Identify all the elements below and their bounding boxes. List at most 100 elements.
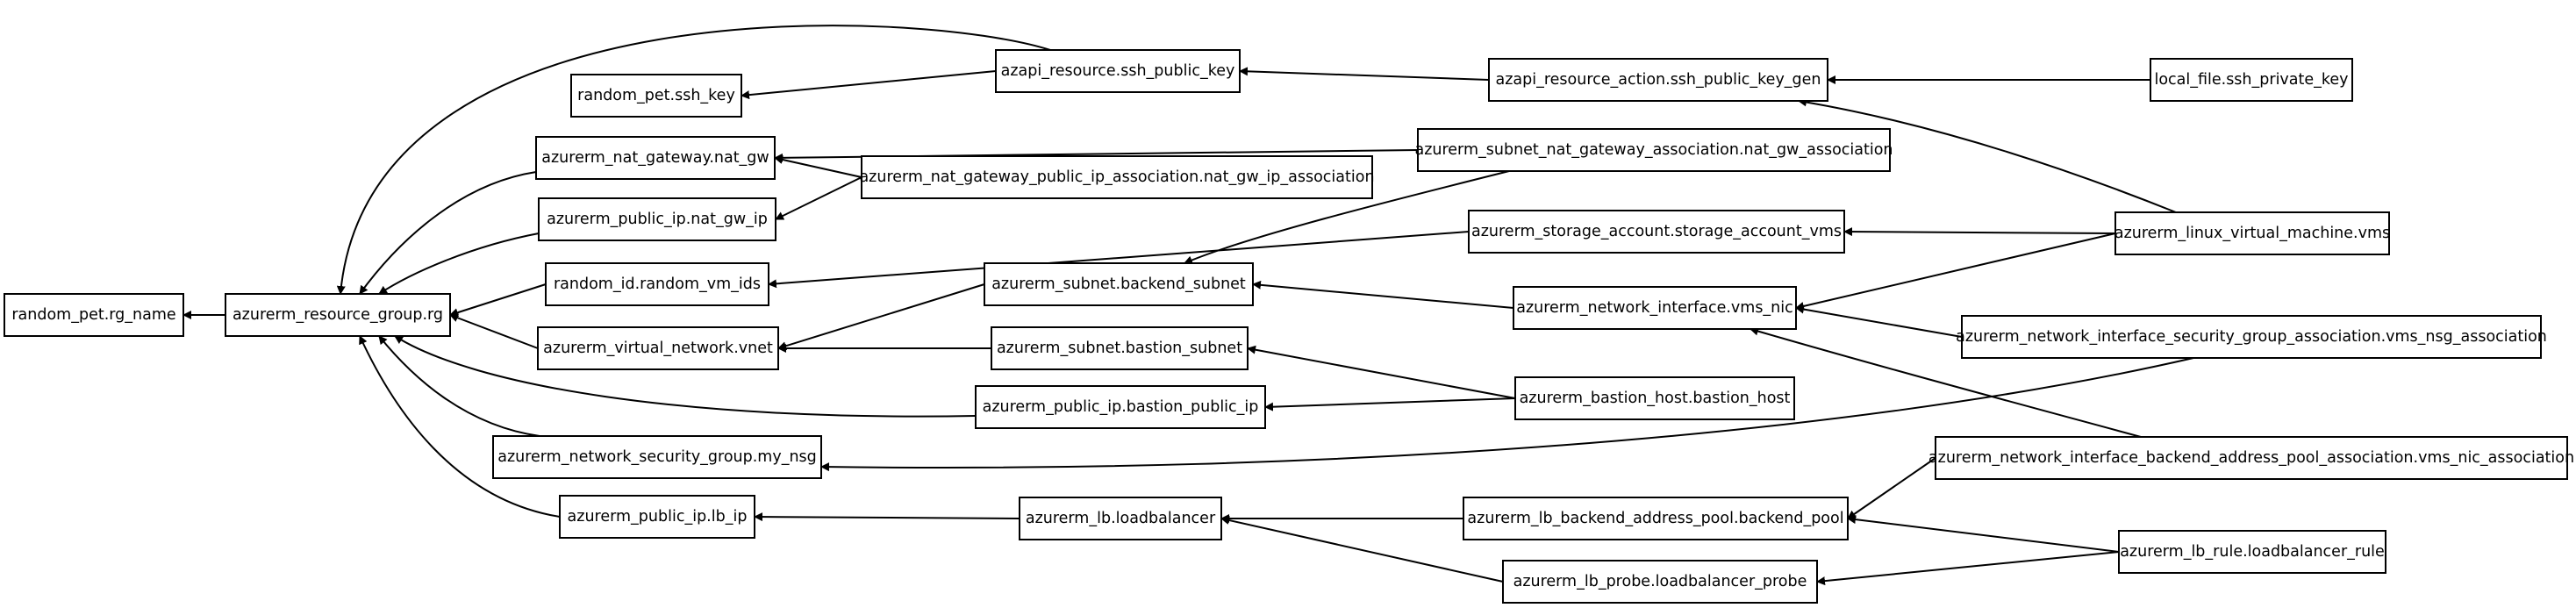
node-label: azurerm_network_interface.vms_nic — [1516, 299, 1793, 317]
graph-node: azurerm_subnet_nat_gateway_association.n… — [1414, 128, 1893, 172]
node-label: azurerm_storage_account.storage_account_… — [1471, 223, 1842, 240]
dependency-arrow — [1264, 397, 1516, 411]
graph-node: azurerm_network_interface.vms_nic — [1513, 286, 1797, 330]
node-box — [984, 262, 1254, 306]
graph-node: azurerm_lb_backend_address_pool.backend_… — [1463, 497, 1849, 540]
graph-node: azurerm_lb_rule.loadbalancer_rule — [2118, 530, 2386, 574]
node-label: azurerm_network_interface_security_group… — [1956, 328, 2547, 346]
dependency-arrow — [1847, 515, 2120, 553]
dependency-arrow — [336, 25, 1051, 295]
node-box — [1488, 58, 1828, 102]
dependency-arrow — [1247, 345, 1516, 399]
dependency-arrow — [774, 155, 862, 178]
node-label: azurerm_public_ip.nat_gw_ip — [547, 211, 768, 228]
graph-node: azurerm_storage_account.storage_account_… — [1468, 210, 1845, 254]
node-label: azapi_resource.ssh_public_key — [1001, 62, 1235, 80]
dependency-arrow — [1798, 97, 2177, 213]
graph-node: azurerm_nat_gateway.nat_gw — [535, 136, 776, 180]
node-label: random_pet.ssh_key — [577, 87, 735, 104]
graph-node: azurerm_public_ip.nat_gw_ip — [538, 197, 776, 241]
graph-node: azurerm_resource_group.rg — [225, 293, 451, 337]
graph-node: azurerm_linux_virtual_machine.vms — [2114, 211, 2390, 255]
dependency-arrow — [777, 283, 985, 351]
dependency-arrow — [1795, 232, 2116, 311]
node-label: local_file.ssh_private_key — [2154, 71, 2348, 89]
node-label: azurerm_subnet.bastion_subnet — [997, 340, 1242, 357]
graph-node: random_pet.ssh_key — [570, 74, 742, 118]
graph-node: azurerm_lb_probe.loadbalancer_probe — [1502, 560, 1818, 604]
dependency-arrow — [1184, 170, 1510, 265]
node-box — [2150, 58, 2353, 102]
node-box — [1417, 128, 1891, 172]
graph-node: azurerm_virtual_network.vnet — [537, 326, 779, 370]
dependency-arrow — [820, 357, 2194, 472]
node-box — [861, 155, 1373, 199]
dependency-arrow — [1843, 227, 2116, 237]
node-box — [537, 326, 779, 370]
graph-node: azurerm_bastion_host.bastion_host — [1514, 376, 1795, 420]
node-box — [559, 495, 755, 539]
graph-node: azapi_resource_action.ssh_public_key_gen — [1488, 58, 1828, 102]
node-box — [225, 293, 451, 337]
graph-node: azurerm_nat_gateway_public_ip_associatio… — [859, 155, 1375, 199]
dependency-arrow — [359, 171, 537, 295]
node-label: azurerm_linux_virtual_machine.vms — [2114, 225, 2390, 242]
dependency-arrow — [741, 70, 997, 100]
node-box — [975, 385, 1266, 429]
dependency-arrow — [775, 176, 862, 220]
node-label: azurerm_virtual_network.vnet — [543, 340, 773, 357]
node-box — [1513, 286, 1797, 330]
node-label: azurerm_bastion_host.bastion_host — [1520, 390, 1791, 407]
node-label: azurerm_lb_rule.loadbalancer_rule — [2120, 543, 2385, 561]
node-box — [2114, 211, 2390, 255]
graph-node: azurerm_lb.loadbalancer — [1019, 497, 1222, 540]
dependency-arrow — [1750, 326, 2142, 438]
graph-node: azurerm_network_security_group.my_nsg — [492, 435, 822, 479]
graph-node: azapi_resource.ssh_public_key — [995, 49, 1241, 93]
node-box — [995, 49, 1241, 93]
graph-node: azurerm_network_interface_backend_addres… — [1928, 436, 2574, 480]
node-box — [1502, 560, 1818, 604]
node-box — [2118, 530, 2386, 574]
dependency-arrow — [1816, 551, 2120, 586]
graph-node: azurerm_subnet.backend_subnet — [984, 262, 1254, 306]
node-box — [535, 136, 776, 180]
dependency-arrow — [768, 231, 1470, 289]
graph-node: azurerm_subnet.bastion_subnet — [991, 326, 1249, 370]
graph-node: azurerm_public_ip.lb_ip — [559, 495, 755, 539]
node-label: azurerm_subnet.backend_subnet — [991, 275, 1246, 293]
node-label: azapi_resource_action.ssh_public_key_gen — [1495, 71, 1821, 89]
dependency-arrow — [378, 335, 540, 437]
node-box — [991, 326, 1249, 370]
dependency-arrow — [449, 313, 539, 349]
node-box — [1463, 497, 1849, 540]
dependency-arrow — [359, 335, 561, 518]
node-label: azurerm_subnet_nat_gateway_association.n… — [1414, 141, 1893, 159]
node-label: azurerm_nat_gateway.nat_gw — [541, 149, 769, 167]
dependency-arrow — [449, 283, 547, 318]
node-label: azurerm_lb.loadbalancer — [1026, 510, 1216, 527]
node-label: azurerm_network_interface_backend_addres… — [1928, 449, 2574, 467]
node-box — [4, 293, 184, 337]
node-label: azurerm_lb_probe.loadbalancer_probe — [1513, 573, 1807, 590]
node-label: azurerm_public_ip.lb_ip — [568, 508, 748, 526]
node-box — [1468, 210, 1845, 254]
dependency-arrow — [1252, 280, 1514, 309]
dependency-arrow — [394, 335, 977, 418]
dependency-arrow — [1847, 457, 1936, 519]
graph-node: azurerm_network_interface_security_group… — [1956, 315, 2547, 359]
node-label: azurerm_nat_gateway_public_ip_associatio… — [859, 168, 1374, 186]
graph-node: random_pet.rg_name — [4, 293, 184, 337]
node-label: azurerm_public_ip.bastion_public_ip — [983, 398, 1259, 416]
node-label: azurerm_network_security_group.my_nsg — [497, 448, 817, 466]
graph-node: random_id.random_vm_ids — [545, 262, 769, 306]
node-box — [1019, 497, 1222, 540]
dependency-arrow — [1220, 516, 1504, 583]
node-box — [1935, 436, 2568, 480]
dependency-arrow — [1795, 304, 1963, 338]
node-label: random_pet.rg_name — [11, 306, 175, 324]
node-box — [1961, 315, 2542, 359]
node-label: azurerm_resource_group.rg — [233, 306, 443, 324]
dependency-arrow — [1239, 67, 1490, 81]
